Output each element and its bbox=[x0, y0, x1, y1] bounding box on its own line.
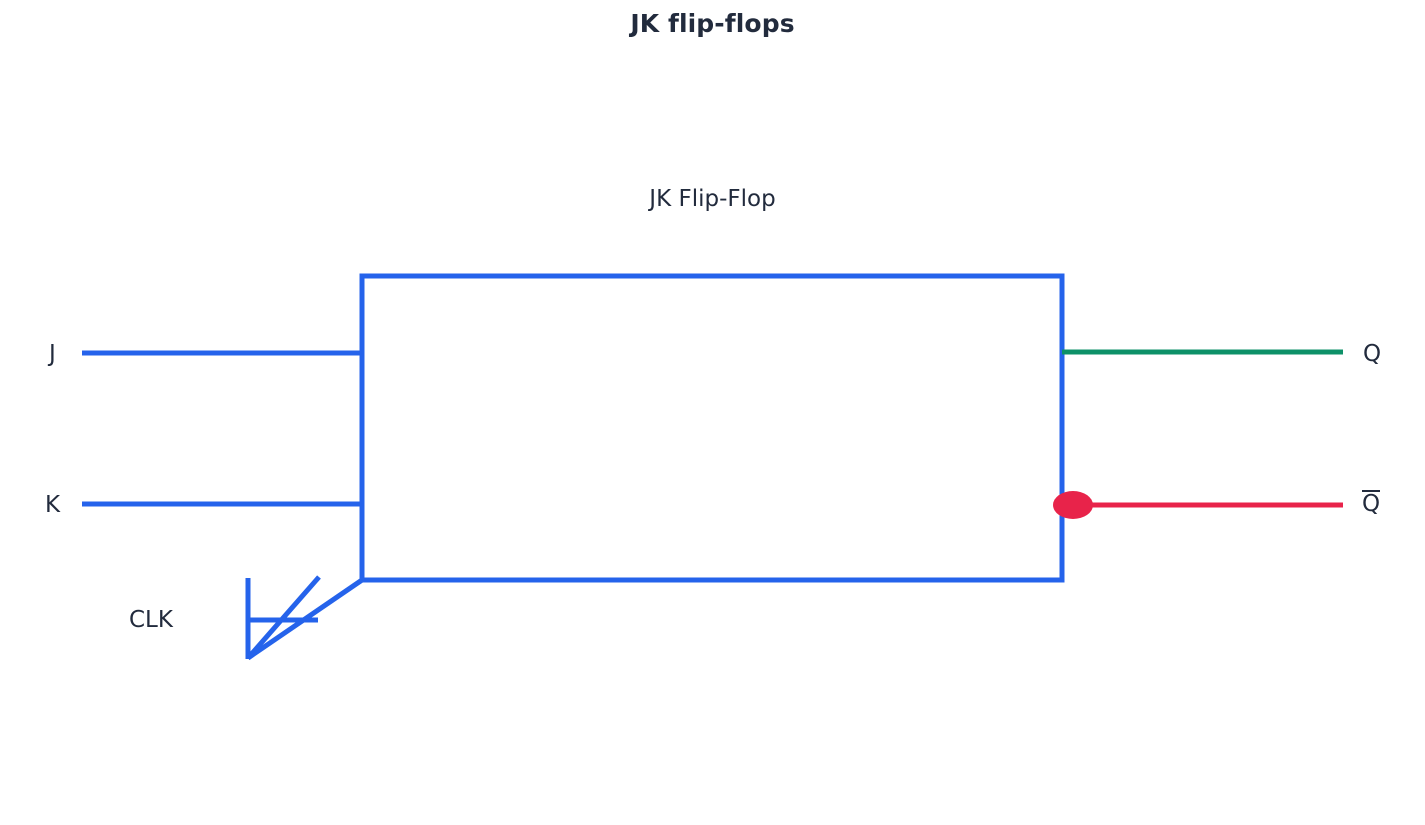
flip-flop-body bbox=[359, 273, 1065, 583]
inversion-bubble-icon bbox=[1053, 491, 1093, 519]
port-label-q: Q bbox=[1363, 341, 1382, 367]
port-label-j: J bbox=[49, 341, 56, 367]
port-label-k: K bbox=[45, 492, 61, 518]
clock-triangle-hypotenuse bbox=[246, 575, 321, 660]
port-label-clk: CLK bbox=[129, 607, 173, 633]
diagram-caption: JK Flip-Flop bbox=[649, 186, 776, 212]
port-label-qbar-text: Q bbox=[1362, 490, 1381, 517]
page-title: JK flip-flops bbox=[630, 9, 795, 38]
port-label-qbar: Q bbox=[1362, 490, 1381, 517]
